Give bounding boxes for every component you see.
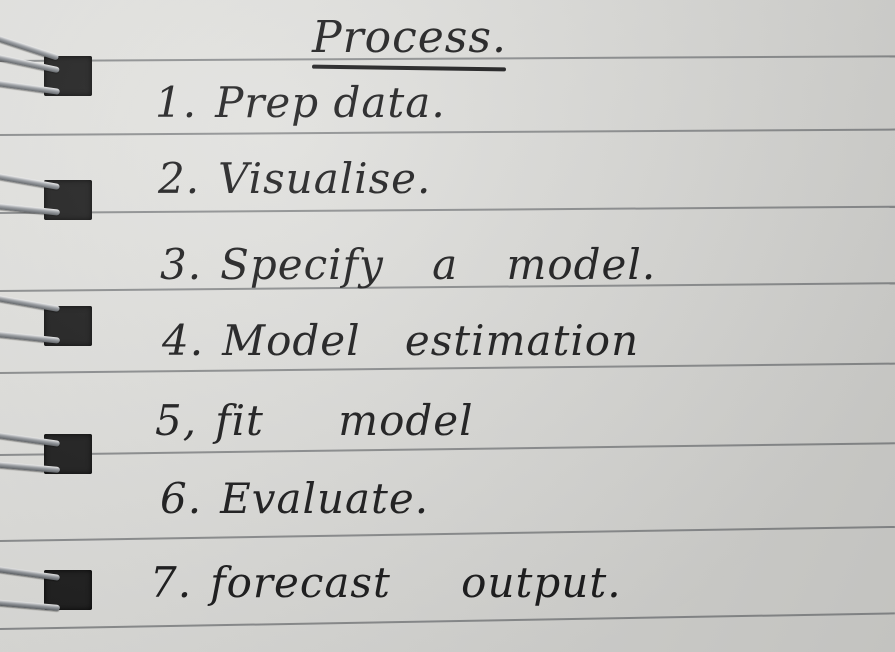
step-number: 3. <box>160 240 203 289</box>
step-number: 6. <box>160 474 203 523</box>
spiral-coil <box>0 565 61 581</box>
step-text: Visualise. <box>218 154 432 203</box>
step-text: Evaluate. <box>220 474 430 523</box>
page-title: Process. <box>312 12 507 63</box>
step-7: 7. forecast output. <box>150 558 622 607</box>
step-text: Specify a model. <box>220 240 657 289</box>
spiral-coil <box>0 293 60 313</box>
step-6: 6. Evaluate. <box>160 474 429 523</box>
step-1: 1. Prep data. <box>155 78 446 127</box>
step-4: 4. Model estimation <box>162 316 639 365</box>
step-number: 5, <box>155 396 198 445</box>
step-text: forecast output. <box>210 558 622 607</box>
step-number: 7. <box>150 558 193 607</box>
step-number: 2. <box>158 154 201 203</box>
step-3: 3. Specify a model. <box>160 240 656 289</box>
step-number: 4. <box>162 316 205 365</box>
ruled-line <box>0 205 895 214</box>
step-text: Model estimation <box>222 316 640 365</box>
ruled-line <box>0 612 895 630</box>
ruled-line <box>0 525 895 542</box>
title-underline <box>311 64 507 72</box>
step-2: 2. Visualise. <box>158 154 431 203</box>
step-number: 1. <box>155 78 198 127</box>
step-text: Prep data. <box>215 78 446 127</box>
step-text: fit model <box>215 396 474 445</box>
step-5: 5, fit model <box>155 396 474 445</box>
ruled-line <box>0 128 895 136</box>
